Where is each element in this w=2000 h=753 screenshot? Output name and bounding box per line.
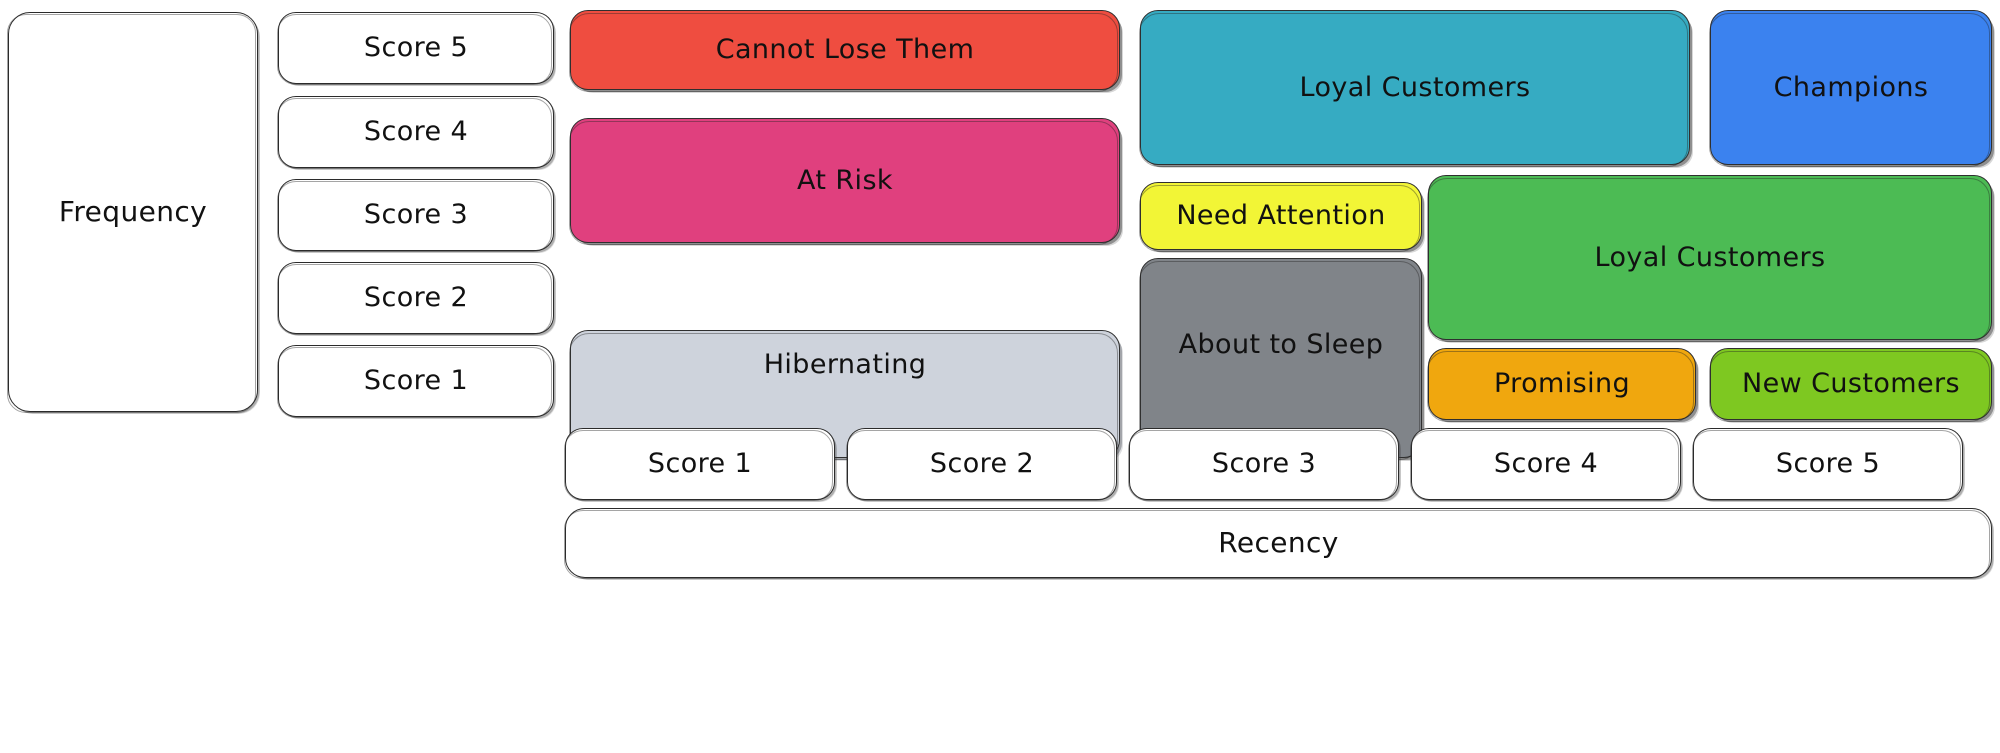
recency-axis-label-text: Recency [1218, 525, 1339, 559]
segment-loyal-customers-green[interactable]: Loyal Customers [1426, 175, 1992, 342]
recency-score-4[interactable]: Score 4 [1410, 428, 1681, 501]
segment-need-attention[interactable]: Need Attention [1138, 182, 1422, 252]
segment-need-attention-label: Need Attention [1176, 200, 1386, 232]
recency-score-2-label: Score 2 [929, 448, 1035, 480]
recency-score-1-label: Score 1 [647, 448, 753, 480]
frequency-score-3[interactable]: Score 3 [277, 179, 554, 252]
recency-score-3-label: Score 3 [1211, 448, 1317, 480]
segment-cannot-lose-them[interactable]: Cannot Lose Them [568, 10, 1120, 92]
segment-champions[interactable]: Champions [1708, 10, 1992, 167]
frequency-score-1-label: Score 1 [363, 365, 469, 397]
segment-champions-label: Champions [1773, 71, 1929, 103]
segment-cannot-lose-them-label: Cannot Lose Them [715, 34, 975, 66]
recency-score-5[interactable]: Score 5 [1692, 428, 1963, 501]
segment-new-customers[interactable]: New Customers [1708, 348, 1992, 422]
segment-about-to-sleep-label: About to Sleep [1178, 329, 1384, 360]
frequency-score-2-label: Score 2 [363, 282, 469, 314]
segment-at-risk-label: At Risk [797, 164, 893, 196]
frequency-score-5[interactable]: Score 5 [277, 12, 554, 85]
frequency-score-3-label: Score 3 [363, 199, 469, 231]
segment-loyal-customers-green-label: Loyal Customers [1594, 241, 1826, 273]
recency-score-1[interactable]: Score 1 [564, 428, 835, 501]
segment-loyal-customers-teal-label: Loyal Customers [1299, 71, 1531, 103]
segment-at-risk[interactable]: At Risk [568, 118, 1120, 245]
recency-score-2[interactable]: Score 2 [846, 428, 1117, 501]
segment-new-customers-label: New Customers [1742, 368, 1960, 400]
recency-axis-label: Recency [564, 508, 1992, 579]
segment-promising-label: Promising [1493, 368, 1631, 400]
frequency-axis-label: Frequency [7, 12, 258, 413]
recency-score-4-label: Score 4 [1493, 448, 1599, 480]
segment-promising[interactable]: Promising [1426, 348, 1696, 422]
frequency-score-5-label: Score 5 [363, 32, 469, 64]
segment-hibernating-label: Hibernating [763, 349, 927, 380]
frequency-score-2[interactable]: Score 2 [277, 262, 554, 335]
frequency-axis-label-text: Frequency [58, 194, 208, 228]
frequency-score-1[interactable]: Score 1 [277, 345, 554, 418]
segment-loyal-customers-teal[interactable]: Loyal Customers [1138, 10, 1690, 167]
recency-score-5-label: Score 5 [1775, 448, 1881, 480]
frequency-score-4-label: Score 4 [363, 116, 469, 148]
frequency-score-4[interactable]: Score 4 [277, 96, 554, 169]
recency-score-3[interactable]: Score 3 [1128, 428, 1399, 501]
